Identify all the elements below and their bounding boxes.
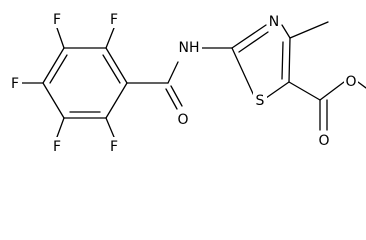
atom-label-fluorine: F: [11, 76, 19, 92]
atom-label-fluorine: F: [53, 139, 61, 155]
thiazole-ring: [231, 24, 291, 99]
ring-bond: [42, 82, 65, 119]
atom-label-oxygen: O: [345, 74, 356, 90]
atom-label-nh: NH: [179, 40, 200, 56]
atom-label-fluorine: F: [110, 12, 118, 28]
ester-co-single-bond: [319, 81, 345, 101]
amide-group: [126, 47, 233, 110]
ring-bond: [265, 81, 290, 99]
atom-label-oxygen: O: [318, 133, 329, 149]
atom-label-nitrogen: N: [269, 14, 279, 30]
ring-double-bond: [238, 31, 269, 53]
ring-bond: [42, 47, 65, 84]
amide-co-double-bond: [165, 88, 178, 110]
methyl-bond: [289, 21, 329, 39]
ring-bond: [105, 47, 128, 84]
atom-label-fluorine: F: [53, 12, 61, 28]
molecule-structure-diagram: F F F F F NH O N S O O: [8, 10, 366, 155]
fluorine-bonds: [20, 27, 115, 138]
substituents: [288, 21, 366, 131]
cf-bond: [105, 27, 115, 49]
amide-co-double-bond: [170, 85, 183, 107]
atom-label-sulfur: S: [256, 93, 265, 109]
cf-bond: [56, 27, 65, 49]
atom-label-fluorine: F: [110, 139, 118, 155]
ring-bond: [105, 82, 128, 119]
ester-carbon-bond: [288, 81, 321, 101]
atom-labels: F F F F F NH O N S O O: [8, 10, 358, 155]
molecule-drawing: F F F F F NH O N S O O: [8, 10, 366, 155]
atom-label-oxygen: O: [177, 112, 188, 128]
cf-bond: [105, 117, 115, 138]
ring-double-bond: [49, 54, 68, 84]
carbonyl-nh-bond: [167, 61, 179, 84]
pentafluorophenyl-ring: [42, 47, 128, 119]
ring-bond: [281, 24, 291, 39]
ring-double-bond: [102, 54, 121, 84]
ring-bond: [231, 24, 267, 49]
ring-bond: [288, 37, 291, 83]
ring-double-bond: [281, 41, 284, 80]
methoxy-bond: [357, 81, 366, 89]
ring-bond: [231, 47, 256, 99]
cf-bond: [56, 117, 65, 138]
